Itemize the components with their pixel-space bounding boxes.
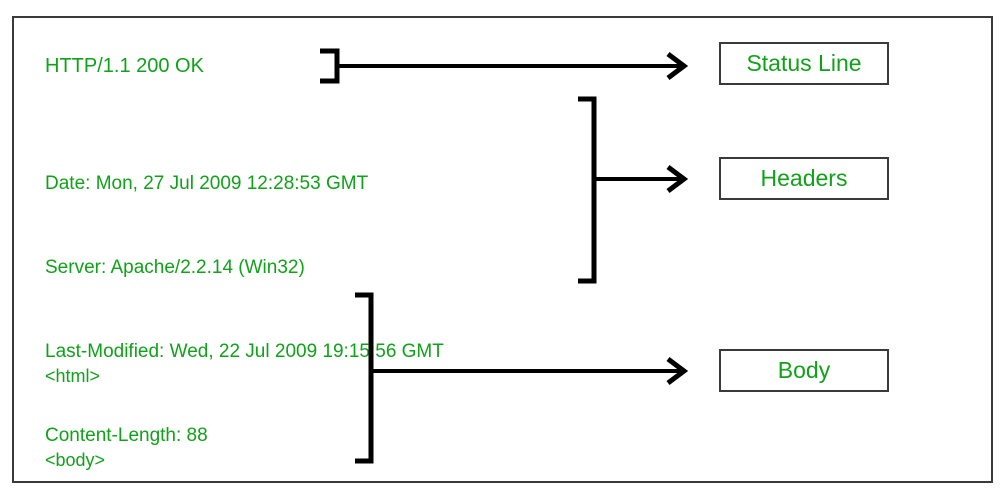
header-line: Server: Apache/2.2.14 (Win32) [45, 257, 305, 278]
label-box-body[interactable]: Body [719, 349, 889, 392]
body-text-block: <html> <body> <h1>Hello, World!</h1> </b… [45, 306, 235, 499]
body-line: <body> [45, 450, 106, 470]
headers-text-block: Date: Mon, 27 Jul 2009 12:28:53 GMT Serv… [45, 114, 444, 499]
label-box-status-line[interactable]: Status Line [719, 42, 889, 85]
header-line: Content-Length: 88 [45, 425, 208, 446]
label-box-headers[interactable]: Headers [719, 157, 889, 200]
body-line: <html> [45, 366, 101, 386]
status-line-text: HTTP/1.1 200 OK [45, 55, 204, 77]
diagram-frame [12, 16, 993, 483]
header-line: Date: Mon, 27 Jul 2009 12:28:53 GMT [45, 173, 369, 194]
